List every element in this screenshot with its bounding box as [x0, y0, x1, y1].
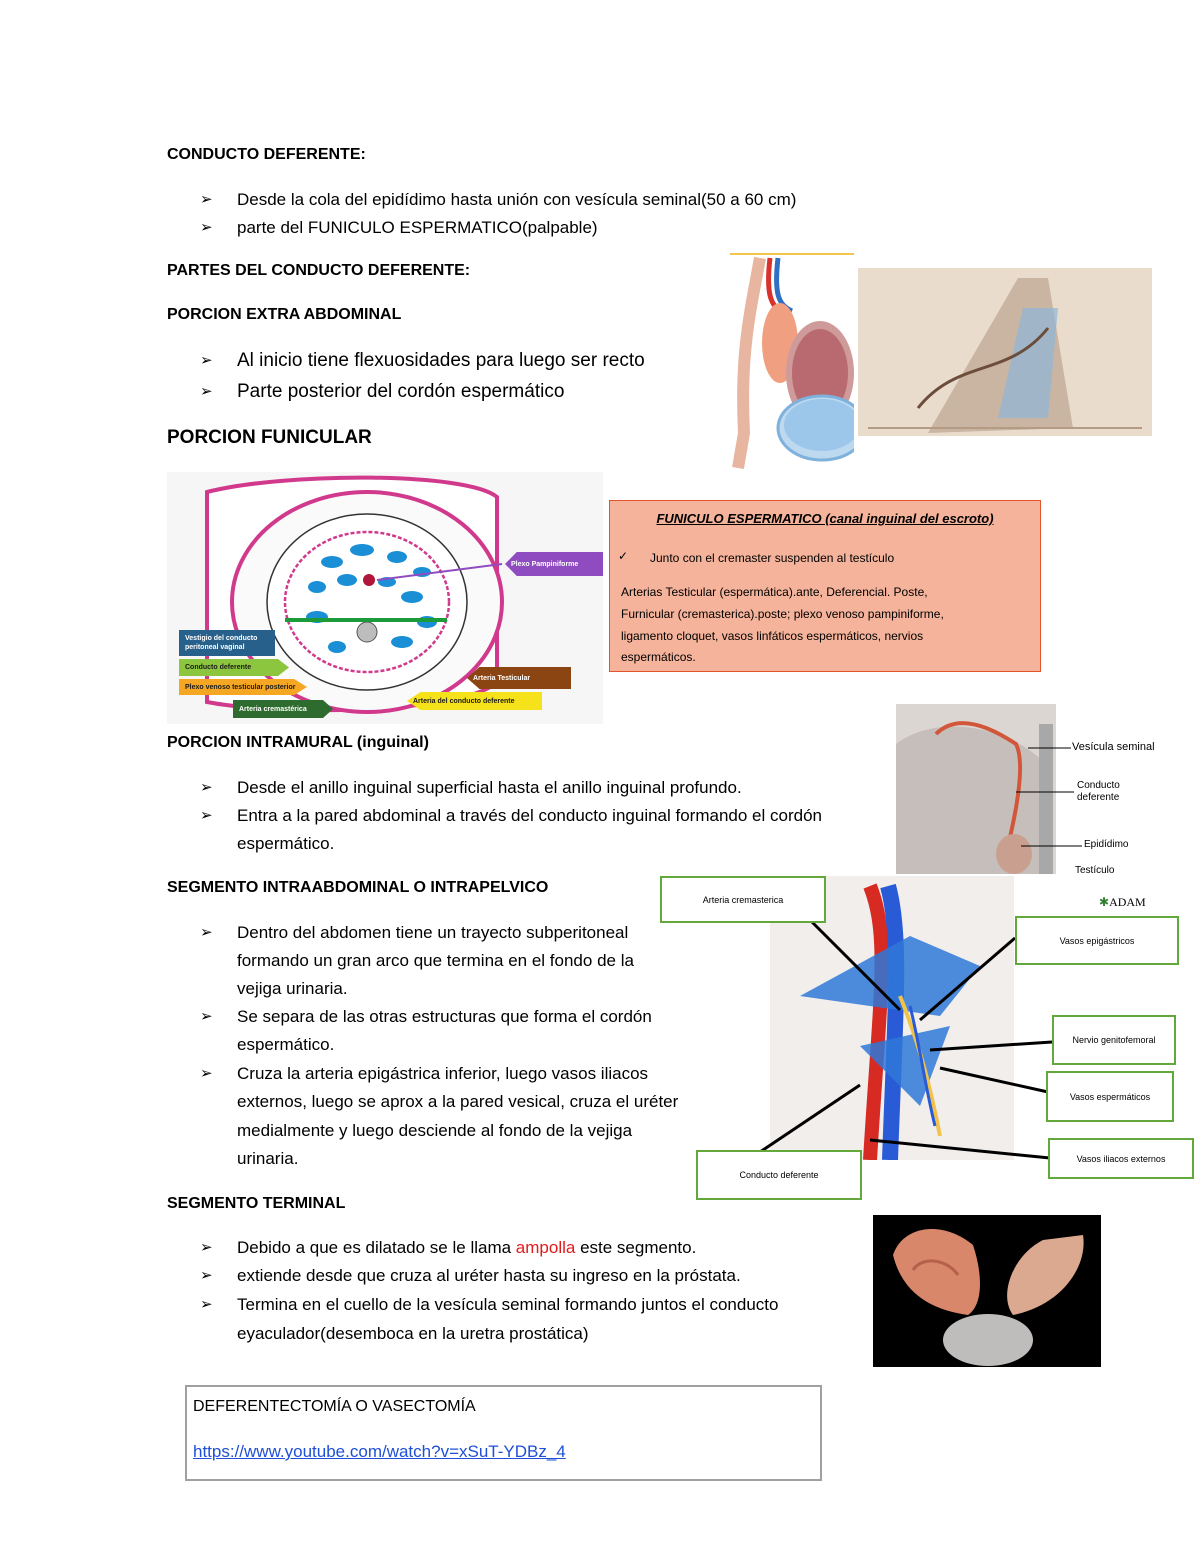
- label-arteria-conducto: Arteria del conducto deferente: [407, 692, 542, 710]
- pelvic-diagram: Vesícula seminal Conducto deferente Epid…: [896, 704, 1156, 914]
- funiculo-check-text: Junto con el cremaster suspenden al test…: [650, 551, 895, 565]
- extra-title: PORCION EXTRA ABDOMINAL: [167, 306, 402, 323]
- label-vasos-epigastricos: Vasos epigástricos: [1015, 916, 1179, 965]
- arrow-bullet-icon: ➢: [200, 924, 213, 941]
- partes-title: PARTES DEL CONDUCTO DEFERENTE:: [167, 262, 471, 279]
- vasectomy-title: DEFERENTECTOMÍA O VASECTOMÍA: [193, 1398, 476, 1415]
- check-icon: ✓: [618, 549, 629, 563]
- terminal-title: SEGMENTO TERMINAL: [167, 1195, 346, 1212]
- arrow-bullet-icon: ➢: [200, 1008, 213, 1025]
- arrow-bullet-icon: ➢: [200, 219, 213, 236]
- arrow-bullet-icon: ➢: [200, 807, 213, 824]
- label-conducto: Conducto deferente: [1077, 780, 1120, 803]
- vasectomy-box: DEFERENTECTOMÍA O VASECTOMÍA https://www…: [185, 1385, 822, 1481]
- conducto-title: CONDUCTO DEFERENTE:: [167, 146, 366, 163]
- label-arteria-testicular: Arteria Testicular: [467, 667, 571, 689]
- funiculo-line: espermáticos.: [621, 650, 696, 664]
- arrow-bullet-icon: ➢: [200, 191, 213, 208]
- adam-logo: ✱ADAM: [1099, 895, 1146, 909]
- intramural-title: PORCION INTRAMURAL (inguinal): [167, 734, 429, 751]
- dissection-photo: [858, 268, 1152, 436]
- inguinal-dissection: [770, 876, 1014, 1161]
- label-testiculo: Testículo: [1075, 865, 1115, 876]
- label-vasos-iliacos: Vasos iliacos externos: [1048, 1138, 1194, 1179]
- label-plexo-venoso: Plexo venoso testicular posterior: [179, 679, 307, 695]
- funicular-title: PORCION FUNICULAR: [167, 427, 372, 448]
- label-arteria-cremasterica: Arteria cremasterica: [660, 876, 826, 923]
- spermatic-cord-cross-section: Plexo Pampiniforme Vestigio del conducto…: [167, 472, 603, 724]
- arrow-bullet-icon: ➢: [200, 352, 213, 369]
- funiculo-line: Arterias Testicular (espermática).ante, …: [621, 585, 928, 599]
- arrow-bullet-icon: ➢: [200, 1065, 213, 1082]
- arrow-bullet-icon: ➢: [200, 779, 213, 796]
- label-conducto-deferente: Conducto deferente: [696, 1150, 862, 1200]
- arrow-bullet-icon: ➢: [200, 1239, 213, 1256]
- ampolla-highlight: ampolla: [515, 1238, 576, 1257]
- seminal-vesicles-image: [873, 1215, 1101, 1367]
- testis-illustration: [730, 253, 868, 471]
- funiculo-box: FUNICULO ESPERMATICO (canal inguinal del…: [609, 500, 1041, 672]
- label-conducto-deferente: Conducto deferente: [179, 659, 289, 676]
- label-epididimo: Epidídimo: [1084, 839, 1129, 850]
- funiculo-title: FUNICULO ESPERMATICO (canal inguinal del…: [656, 511, 994, 526]
- label-arteria-cremasterica: Arteria cremastérica: [233, 700, 333, 718]
- star-icon: ✱: [1099, 895, 1110, 909]
- arrow-bullet-icon: ➢: [200, 1296, 213, 1313]
- funiculo-line: Furnicular (cremasterica).poste; plexo v…: [621, 607, 944, 621]
- intra-title: SEGMENTO INTRAABDOMINAL O INTRAPELVICO: [167, 879, 549, 896]
- arrow-bullet-icon: ➢: [200, 1267, 213, 1284]
- label-vestigio: Vestigio del conducto peritoneal vaginal: [179, 630, 275, 656]
- label-plexo-pampiniforme: Plexo Pampiniforme: [505, 552, 603, 576]
- label-vasos-espermaticos: Vasos espermáticos: [1046, 1071, 1174, 1122]
- label-vesicula: Vesícula seminal: [1072, 741, 1155, 753]
- label-nervio: Nervio genitofemoral: [1052, 1015, 1176, 1065]
- leader-lines: [759, 918, 1053, 1160]
- youtube-link[interactable]: https://www.youtube.com/watch?v=xSuT-YDB…: [193, 1442, 566, 1461]
- funiculo-line: ligamento cloquet, vasos linfáticos espe…: [621, 629, 924, 643]
- arrow-bullet-icon: ➢: [200, 383, 213, 400]
